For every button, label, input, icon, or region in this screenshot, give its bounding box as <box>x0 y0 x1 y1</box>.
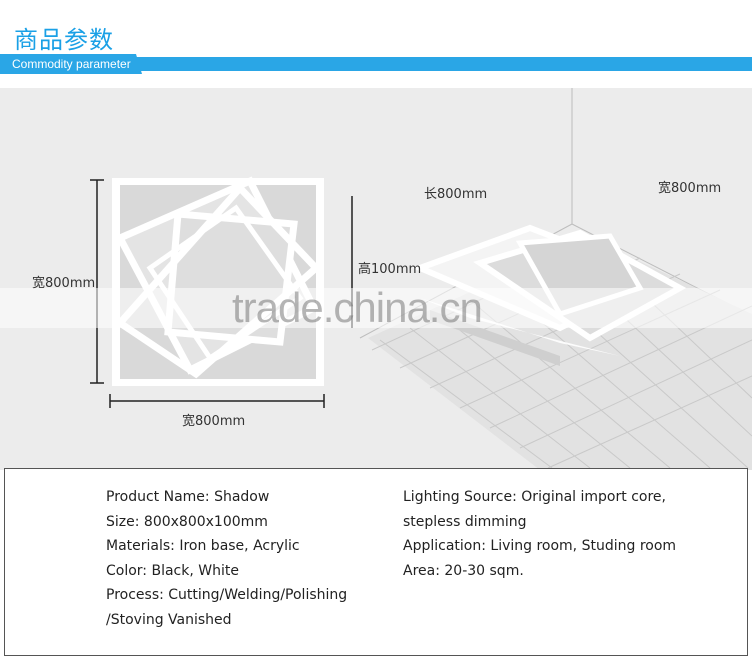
lamp-front <box>112 176 324 386</box>
spec-line: Lighting Source: Original import core, <box>403 489 666 505</box>
spec-line: Color: Black, White <box>106 562 239 579</box>
product-photo: 宽800mm 宽800mm 长800mm 宽800mm 高100mm trade… <box>0 88 752 470</box>
dimension-label-length: 长800mm <box>424 187 488 202</box>
title-bar <box>0 57 752 71</box>
title-tab <box>0 54 142 74</box>
spec-line: Process: Cutting/Welding/Polishing <box>106 587 348 603</box>
watermark-band <box>0 288 752 328</box>
product-illustration <box>90 88 752 470</box>
dimension-label-right-height: 高100mm <box>358 262 422 277</box>
specs-box: Product Name: Shadow Size: 800x800x100mm… <box>4 468 748 656</box>
section-header: 商品参数 Commodity parameter <box>0 0 752 88</box>
dimension-label-right-width: 宽800mm <box>658 181 722 196</box>
spec-line: Materials: Iron base, Acrylic <box>106 538 300 554</box>
section-title: 商品参数 <box>14 26 114 54</box>
spec-line: Area: 20-30 sqm. <box>403 562 524 579</box>
spec-line: stepless dimming <box>403 513 527 530</box>
spec-line: Size: 800x800x100mm <box>106 513 268 530</box>
section-subtitle: Commodity parameter <box>12 57 131 71</box>
spec-line: Application: Living room, Studing room <box>403 538 677 554</box>
specs-left-column: Product Name: Shadow Size: 800x800x100mm… <box>106 485 347 632</box>
dimension-label-height: 宽800mm <box>32 276 96 291</box>
watermark: trade.china.cn <box>232 284 483 331</box>
spec-line: /Stoving Vanished <box>106 611 232 628</box>
spec-line: Product Name: Shadow <box>106 489 270 505</box>
specs-right-column: Lighting Source: Original import core, s… <box>403 485 676 583</box>
dimension-label-width: 宽800mm <box>182 414 246 429</box>
